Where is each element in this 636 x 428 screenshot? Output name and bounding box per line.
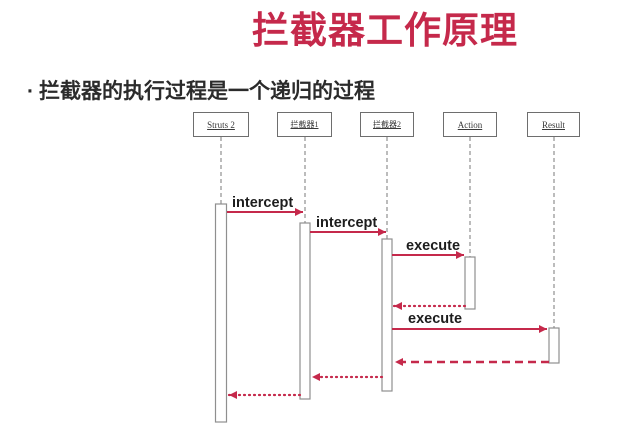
actor-label: 拦截器1 bbox=[290, 120, 319, 129]
actor-label: 拦截器2 bbox=[373, 120, 401, 129]
activation-bar-interceptor1 bbox=[299, 222, 311, 400]
bullet-marker: · bbox=[27, 80, 34, 103]
actor-box-result: Result bbox=[527, 112, 580, 137]
page-title: 拦截器工作原理 bbox=[252, 10, 518, 51]
message-label-execute-1: execute bbox=[406, 238, 461, 254]
actor-label: Result bbox=[541, 119, 565, 130]
actor-box-action: Action bbox=[443, 112, 497, 137]
activation-bar-action bbox=[464, 256, 476, 310]
activation-bars-group bbox=[214, 203, 560, 423]
activation-bar-result bbox=[548, 327, 560, 364]
messages-group bbox=[227, 208, 549, 399]
actor-box-struts2: Struts 2 bbox=[193, 112, 249, 137]
bullet-text: 拦截器的执行过程是一个递归的过程 bbox=[39, 80, 375, 103]
bullet-item: ·拦截器的执行过程是一个递归的过程 bbox=[27, 75, 375, 105]
actor-label: Action bbox=[457, 119, 483, 130]
actor-box-interceptor2: 拦截器2 bbox=[360, 112, 414, 137]
lifelines-group bbox=[220, 137, 555, 328]
message-label-intercept-2: intercept bbox=[316, 215, 378, 231]
activation-bar-struts2 bbox=[214, 203, 228, 423]
message-label-intercept-1: intercept bbox=[232, 195, 294, 211]
activation-bar-interceptor2 bbox=[381, 238, 393, 392]
message-label-execute-2: execute bbox=[408, 311, 463, 327]
actor-box-interceptor1: 拦截器1 bbox=[277, 112, 332, 137]
actor-label: Struts 2 bbox=[207, 119, 235, 130]
